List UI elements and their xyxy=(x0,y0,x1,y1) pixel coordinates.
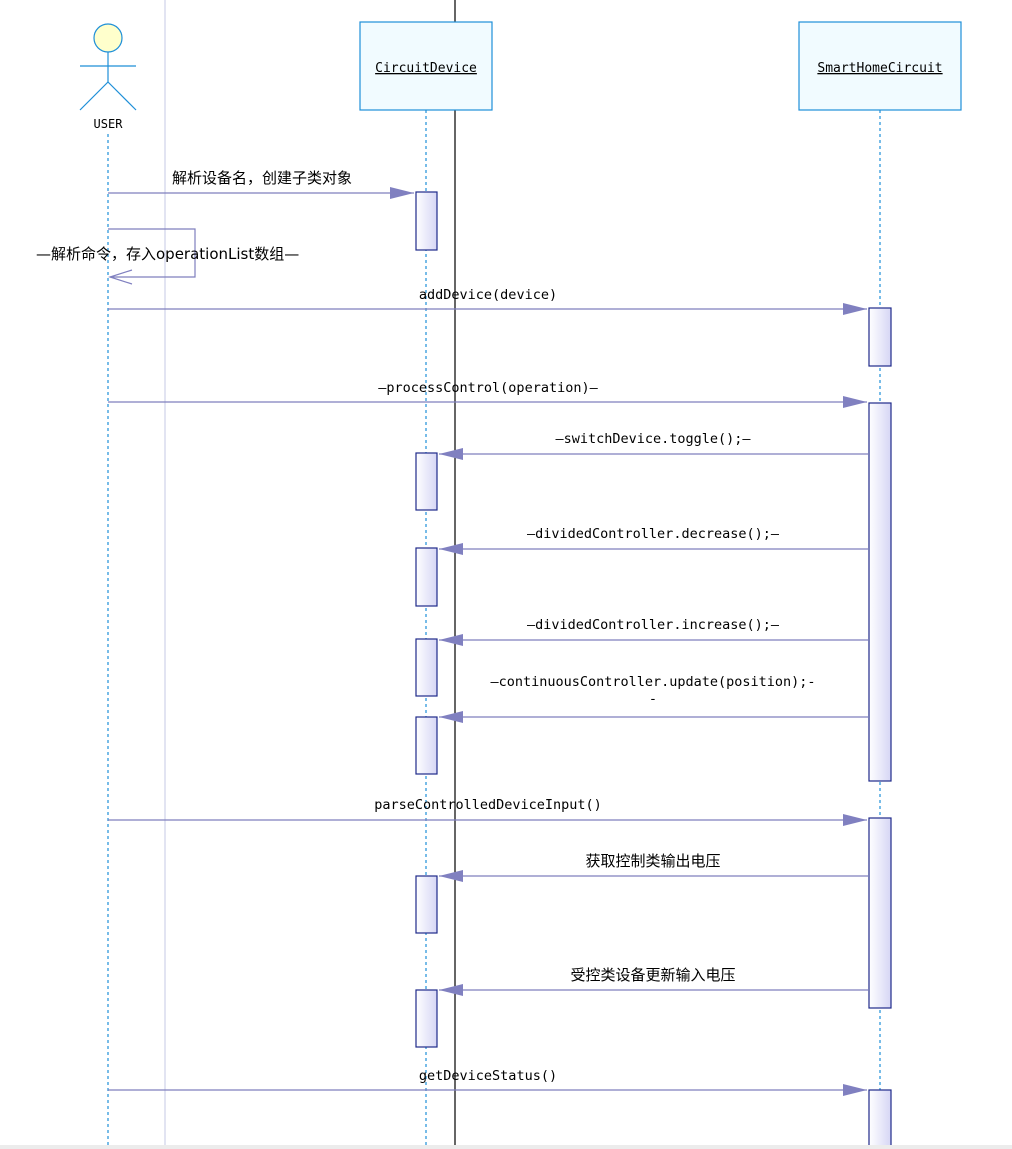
message-label: —continuousController.update(position);- xyxy=(490,674,815,690)
activation-bar xyxy=(415,989,438,1048)
arrowhead-icon xyxy=(843,1084,867,1096)
open-arrowhead-icon xyxy=(108,269,133,285)
message-label: 解析设备名，创建子类对象 xyxy=(172,169,352,187)
arrowhead-icon xyxy=(843,814,867,826)
activation-bar xyxy=(868,817,892,1009)
activation-bar xyxy=(868,402,892,782)
message-parse-controlled-input[interactable]: parseControlledDeviceInput() xyxy=(108,797,867,826)
arrowhead-icon xyxy=(439,634,463,646)
participant-box xyxy=(359,21,493,111)
actor-user[interactable]: USER xyxy=(79,23,137,131)
arrowhead-icon xyxy=(439,870,463,882)
participant-smart-home-circuit[interactable]: SmartHomeCircuit xyxy=(798,21,962,111)
message-label-continuation: - xyxy=(649,691,657,707)
arrowhead-icon xyxy=(843,396,867,408)
message-label: 获取控制类输出电压 xyxy=(585,852,720,870)
message-get-output-voltage[interactable]: 获取控制类输出电压 xyxy=(439,852,868,882)
message-switch-toggle[interactable]: —switchDevice.toggle();— xyxy=(439,431,868,460)
message-get-device-status[interactable]: getDeviceStatus() xyxy=(108,1068,867,1096)
participant-label: CircuitDevice xyxy=(375,61,477,76)
page-bottom-band xyxy=(0,1145,1012,1149)
message-update-input-voltage[interactable]: 受控类设备更新输入电压 xyxy=(439,966,868,996)
message-label: —解析命令，存入operationList数组— xyxy=(36,245,299,263)
activation-bar xyxy=(415,875,438,934)
activation-bar xyxy=(415,638,438,697)
arrowhead-icon xyxy=(843,303,867,315)
message-label: parseControlledDeviceInput() xyxy=(374,797,602,813)
message-label: getDeviceStatus() xyxy=(419,1068,557,1084)
message-divided-increase[interactable]: —dividedController.increase();— xyxy=(439,617,868,646)
activation-bar xyxy=(415,547,438,607)
message-label: addDevice(device) xyxy=(419,287,557,303)
message-label: —dividedController.decrease();— xyxy=(527,526,780,542)
activation-bar xyxy=(868,307,892,367)
arrowhead-icon xyxy=(439,711,463,723)
actor-label: USER xyxy=(94,117,124,131)
message-label: —switchDevice.toggle();— xyxy=(555,431,751,447)
participant-circuit-device[interactable]: CircuitDevice xyxy=(359,21,493,111)
message-label: —dividedController.increase();— xyxy=(527,617,780,633)
message-continuous-update[interactable]: —continuousController.update(position);-… xyxy=(439,674,868,723)
actor-leg-left xyxy=(79,81,109,111)
arrowhead-icon xyxy=(390,187,414,199)
activation-bar xyxy=(415,716,438,775)
participant-label: SmartHomeCircuit xyxy=(817,61,942,76)
message-label: —processControl(operation)— xyxy=(378,380,598,396)
activation-bar xyxy=(415,191,438,251)
message-divided-decrease[interactable]: —dividedController.decrease();— xyxy=(439,526,868,555)
message-label: 受控类设备更新输入电压 xyxy=(570,966,735,984)
activation-bar xyxy=(868,1089,892,1149)
arrowhead-icon xyxy=(439,543,463,555)
actor-leg-right xyxy=(107,81,137,111)
arrowhead-icon xyxy=(439,448,463,460)
message-line xyxy=(108,228,196,278)
arrowhead-icon xyxy=(439,984,463,996)
actor-head xyxy=(93,23,123,53)
message-parse-commands[interactable]: —解析命令，存入operationList数组— xyxy=(36,228,299,285)
message-create-subclass[interactable]: 解析设备名，创建子类对象 xyxy=(108,169,414,199)
activation-bar xyxy=(415,452,438,511)
message-add-device[interactable]: addDevice(device) xyxy=(108,287,867,315)
message-process-control[interactable]: —processControl(operation)— xyxy=(108,380,867,408)
